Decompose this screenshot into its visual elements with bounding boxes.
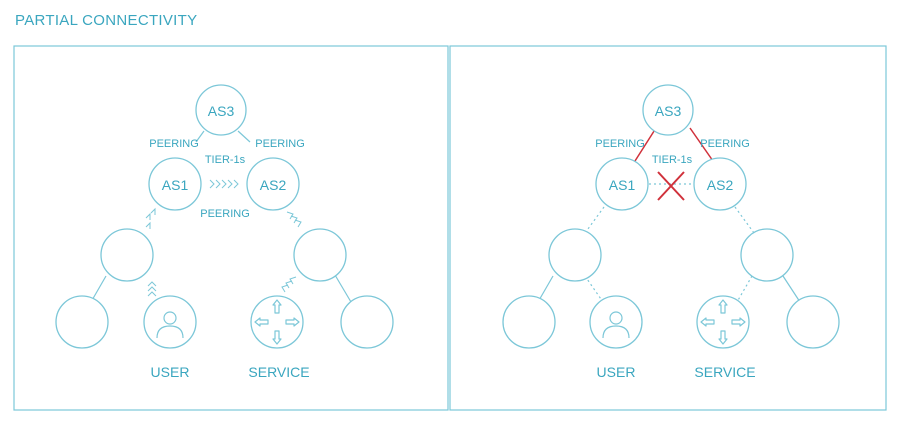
node-right-leaf-r — [786, 295, 840, 349]
edge-as1-mid-dotted — [584, 206, 605, 234]
as1-label-r: AS1 — [609, 177, 636, 193]
as2-label-r: AS2 — [707, 177, 734, 193]
node-service — [250, 295, 304, 349]
node-right-mid-r — [740, 228, 794, 282]
user-icon — [602, 311, 630, 339]
node-user-r — [589, 295, 643, 349]
tier1s-label: TIER-1s — [205, 154, 246, 166]
node-right-mid — [293, 228, 347, 282]
flow-chevrons-user-to-as1 — [145, 207, 156, 229]
user-icon — [156, 311, 184, 339]
flow-chevrons-as2-down — [286, 211, 302, 228]
cross-mark-icon — [657, 171, 685, 201]
edge-tree-right-r — [782, 275, 801, 303]
edge-as3-as1-red — [634, 127, 657, 162]
edge-as3-as2-red — [689, 127, 714, 162]
as1-label: AS1 — [162, 177, 189, 193]
as3-label-r: AS3 — [655, 103, 682, 119]
node-as1-r — [595, 157, 649, 211]
edge-as2-mid-dotted — [734, 206, 755, 234]
user-label-r: USER — [597, 364, 636, 380]
peering-label-right-r: PEERING — [700, 138, 750, 150]
router-icon — [254, 299, 300, 345]
tier1s-label-r: TIER-1s — [652, 154, 693, 166]
right-panel — [449, 45, 887, 411]
node-as3 — [195, 84, 247, 136]
node-as3-r — [642, 84, 694, 136]
node-left-mid — [100, 228, 154, 282]
service-label: SERVICE — [248, 364, 309, 380]
node-right-leaf — [340, 295, 394, 349]
edge-tree-left — [90, 275, 107, 303]
node-as2 — [246, 157, 300, 211]
left-panel — [13, 45, 449, 411]
user-label: USER — [151, 364, 190, 380]
node-as1 — [148, 157, 202, 211]
as2-label: AS2 — [260, 177, 287, 193]
node-user — [143, 295, 197, 349]
peering-label-right: PEERING — [255, 138, 305, 150]
edge-as3-as1-top — [195, 130, 205, 143]
node-as2-r — [693, 157, 747, 211]
flow-chevrons-as1-to-as2 — [209, 179, 239, 189]
peering-label-left: PEERING — [149, 138, 199, 150]
edge-tree-left-r — [537, 275, 554, 303]
right-diagram: AS3 AS1 AS2 PEERING PEERING TIER-1s USER… — [502, 84, 840, 380]
edge-tree-right — [334, 274, 352, 303]
edge-mid-service-dotted — [736, 275, 753, 303]
router-icon — [700, 299, 746, 345]
flow-chevrons-user-up — [147, 281, 157, 297]
service-label-r: SERVICE — [694, 364, 755, 380]
peering-label-bottom: PEERING — [200, 208, 250, 220]
as3-label: AS3 — [208, 103, 235, 119]
node-left-leaf-r — [502, 295, 556, 349]
edge-as3-as2-top — [237, 130, 251, 143]
flow-chevrons-to-service — [281, 276, 297, 293]
left-diagram: AS3 AS1 AS2 PEERING PEERING TIER-1s PEER… — [55, 84, 394, 380]
edge-mid-user-dotted — [584, 275, 604, 303]
peering-label-left-r: PEERING — [595, 138, 645, 150]
page-title: PARTIAL CONNECTIVITY — [15, 12, 198, 29]
node-left-mid-r — [548, 228, 602, 282]
node-service-r — [696, 295, 750, 349]
node-left-leaf — [55, 295, 109, 349]
